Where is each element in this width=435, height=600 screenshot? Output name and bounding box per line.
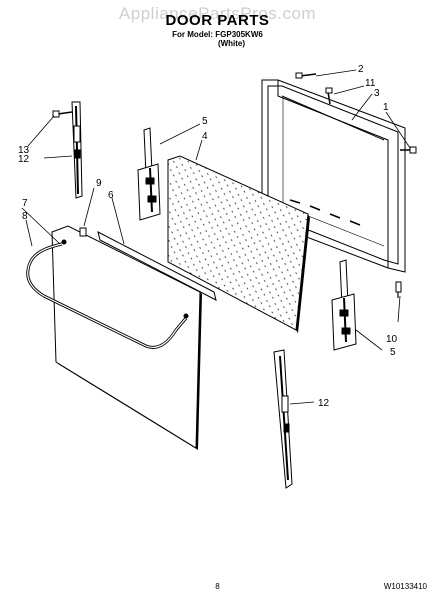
callout-3: 3 bbox=[374, 88, 380, 99]
callout-9: 9 bbox=[96, 178, 102, 189]
callout-5-upper: 5 bbox=[202, 116, 208, 127]
callout-10: 10 bbox=[386, 334, 398, 345]
color-label: (White) bbox=[217, 39, 246, 48]
callout-6: 6 bbox=[108, 190, 114, 201]
leader-lines bbox=[21, 69, 411, 405]
channel-upper-left bbox=[71, 101, 83, 199]
screw-right bbox=[400, 146, 417, 154]
callout-7: 7 bbox=[22, 198, 28, 209]
hinge-upper bbox=[137, 127, 161, 221]
callout-12-upper: 12 bbox=[18, 154, 30, 165]
document-code: W10133410 bbox=[383, 582, 427, 591]
callout-8: 8 bbox=[22, 211, 28, 222]
insulation-panel bbox=[167, 155, 310, 333]
callout-1: 1 bbox=[383, 102, 389, 113]
callout-5-lower: 5 bbox=[390, 347, 396, 358]
page-number: 8 bbox=[215, 582, 220, 591]
callout-12-lower: 12 bbox=[318, 398, 330, 409]
screw-upper-left bbox=[52, 110, 73, 118]
clip bbox=[79, 227, 87, 237]
gasket-strip bbox=[97, 231, 217, 301]
screw-lower-right bbox=[395, 281, 402, 298]
callout-11: 11 bbox=[365, 78, 376, 89]
hinge-lower bbox=[331, 259, 357, 351]
door-handle bbox=[26, 239, 189, 349]
screw-top bbox=[295, 72, 317, 79]
page-title: DOOR PARTS bbox=[165, 12, 270, 29]
callout-13: 13 bbox=[18, 145, 30, 156]
model-label: For Model: FGP305KW6 bbox=[172, 30, 263, 39]
channel-lower bbox=[273, 349, 293, 489]
callout-2: 2 bbox=[358, 64, 364, 75]
screw-frame-11 bbox=[325, 87, 333, 105]
watermark: AppliancePartsPros.com bbox=[118, 4, 317, 23]
door-frame bbox=[261, 79, 406, 273]
callout-4: 4 bbox=[202, 131, 208, 142]
